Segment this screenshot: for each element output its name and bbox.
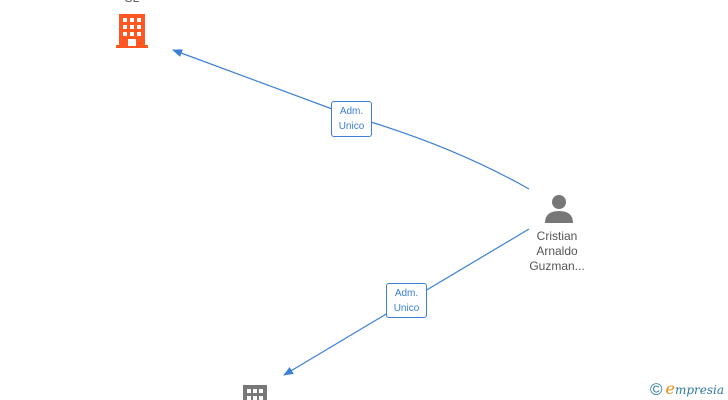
brand-name: mpresia	[675, 383, 725, 397]
top-company-label[interactable]: SL	[112, 0, 152, 6]
edge-label-bottom-line-1: Adm.	[394, 288, 419, 299]
person-name-line-2: Arnaldo	[536, 244, 578, 258]
edge-person-to-top-company[interactable]	[172, 49, 530, 190]
brand-initial: e	[665, 379, 675, 398]
building-icon[interactable]	[116, 14, 148, 48]
edge-label-top-line-1: Adm.	[339, 106, 364, 117]
building-icon[interactable]	[243, 385, 267, 400]
person-icon[interactable]	[544, 194, 574, 224]
person-name-line-3: Guzman...	[529, 259, 585, 273]
edge-label-bottom[interactable]: Adm. Unico	[386, 283, 427, 318]
edge-label-bottom-line-2: Unico	[393, 303, 420, 314]
person-name-line-1: Cristian	[536, 229, 578, 243]
edge-label-top-line-2: Unico	[338, 121, 365, 132]
edge-label-top[interactable]: Adm. Unico	[331, 101, 372, 137]
empresia-watermark[interactable]: ©empresia	[650, 379, 725, 399]
person-name[interactable]: Cristian Arnaldo Guzman...	[516, 229, 598, 274]
copyright-symbol: ©	[650, 380, 663, 399]
